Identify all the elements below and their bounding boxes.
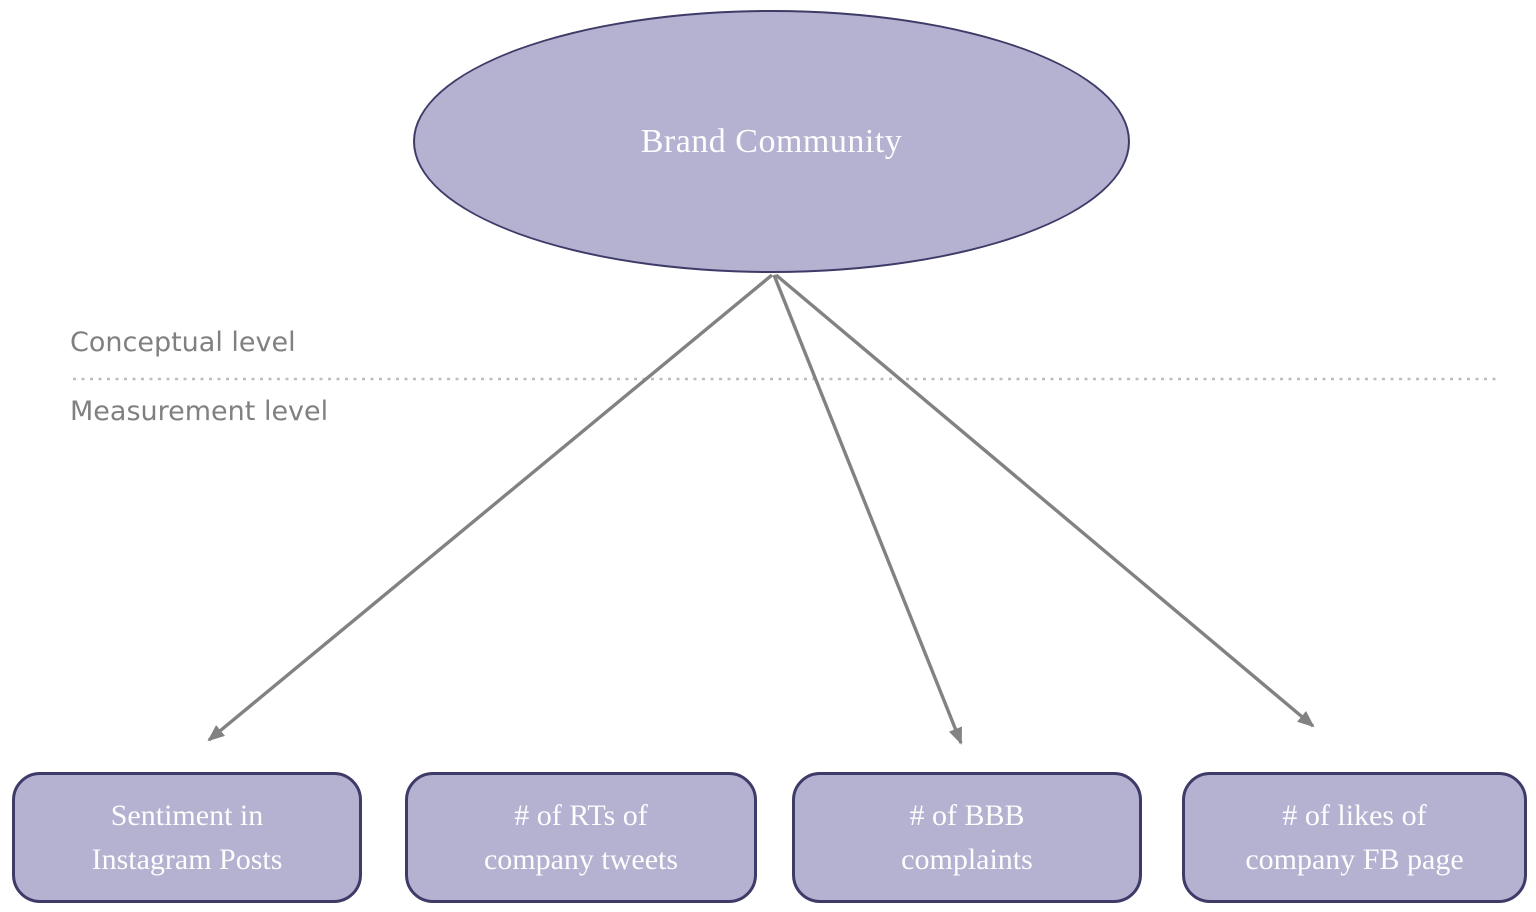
measure-label-line: Sentiment in <box>110 798 264 832</box>
measure-label-line: # of RTs of <box>514 798 648 832</box>
measure-label-line: Instagram Posts <box>91 842 283 876</box>
measure-node-rts-company-tweets: # of RTs of company tweets <box>405 772 757 903</box>
measure-label-line: complaints <box>901 842 1033 876</box>
arrow-concept-to-likes-company-fb <box>774 273 1315 728</box>
concept-node-label: Brand Community <box>640 122 903 160</box>
conceptual-level-label: Conceptual level <box>70 327 296 358</box>
concept-node-brand-community: Brand Community <box>413 10 1130 273</box>
measure-node-likes-company-fb: # of likes of company FB page <box>1182 772 1527 903</box>
measure-node-sentiment-instagram: Sentiment in Instagram Posts <box>12 772 362 903</box>
measurement-level-label: Measurement level <box>70 396 329 427</box>
measure-label-line: # of BBB <box>909 798 1025 832</box>
arrow-concept-to-bbb-complaints <box>772 274 963 745</box>
measure-label-line: company FB page <box>1245 842 1464 876</box>
measure-node-bbb-complaints: # of BBB complaints <box>792 772 1142 903</box>
arrow-concept-to-sentiment-instagram <box>207 273 774 742</box>
measure-label-line: company tweets <box>483 842 679 876</box>
measure-label-line: # of likes of <box>1282 798 1427 832</box>
